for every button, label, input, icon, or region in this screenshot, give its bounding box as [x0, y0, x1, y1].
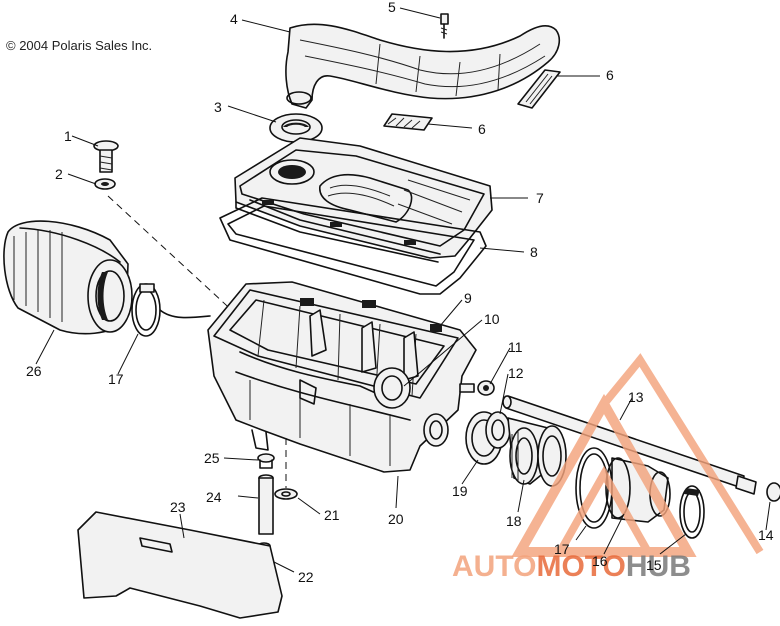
- callout-12: 12: [508, 365, 524, 381]
- callout-25: 25: [204, 450, 220, 466]
- callout-16: 16: [592, 553, 608, 569]
- part-airbox: [207, 281, 477, 473]
- callout-18: 18: [506, 513, 522, 529]
- callout-5: 5: [388, 0, 396, 15]
- callout-14: 14: [758, 527, 774, 543]
- watermark-auto: AUTO: [452, 550, 536, 583]
- callout-10: 10: [484, 311, 500, 327]
- leader-lines: [35, 7, 771, 573]
- callout-15: 15: [646, 557, 662, 573]
- part-air-filter: [3, 220, 133, 335]
- part-drain-fitting-25: [257, 453, 275, 469]
- copyright-text: © 2004 Polaris Sales Inc.: [6, 38, 152, 53]
- callout-20: 20: [388, 511, 404, 527]
- watermark-hub: HUB: [626, 550, 691, 583]
- callout-2: 2: [55, 166, 63, 182]
- part-foam-pad-upper: [517, 69, 561, 109]
- callout-labels: 1 2 3 4 5 6 6 7 8 9 10 11 12 13 14 15 16…: [26, 0, 774, 585]
- part-intake-adaptor-18: [507, 417, 567, 487]
- part-foam-pad-lower: [383, 113, 433, 131]
- part-flange-12: [485, 411, 511, 449]
- callout-6-upper: 6: [606, 67, 614, 83]
- part-heat-shield: [77, 511, 283, 619]
- part-cap-14: [766, 482, 780, 502]
- part-washer-21: [274, 488, 298, 500]
- part-plug-11: [477, 380, 495, 396]
- part-bolt-1: [93, 140, 119, 173]
- part-airbox-lid: [234, 137, 493, 263]
- callout-4: 4: [230, 11, 238, 27]
- part-screw-5: [440, 13, 449, 39]
- callout-22: 22: [298, 569, 314, 585]
- watermark-moto: MOTO: [536, 550, 625, 583]
- callout-1: 1: [64, 128, 72, 144]
- callout-24: 24: [206, 489, 222, 505]
- callout-6-lower: 6: [478, 121, 486, 137]
- callout-19: 19: [452, 483, 468, 499]
- callout-8: 8: [530, 244, 538, 260]
- callout-17-right: 17: [554, 541, 570, 557]
- callout-21: 21: [324, 507, 340, 523]
- part-drain-tube-24: [258, 474, 274, 535]
- callout-9: 9: [464, 290, 472, 306]
- part-clamp-left: [131, 283, 211, 337]
- callout-11: 11: [508, 339, 523, 355]
- part-lid-seal: [219, 197, 487, 295]
- callout-23: 23: [170, 499, 186, 515]
- part-intake-snorkel: [285, 23, 561, 109]
- callout-13: 13: [628, 389, 644, 405]
- part-washer-2: [94, 178, 116, 190]
- watermark-logo: [511, 353, 764, 557]
- callout-26: 26: [26, 363, 42, 379]
- part-grommet-3: [269, 113, 323, 143]
- callout-7: 7: [536, 190, 544, 206]
- callout-17-left: 17: [108, 371, 124, 387]
- callout-3: 3: [214, 99, 222, 115]
- watermark-text: AUTOMOTOHUB: [452, 550, 691, 583]
- part-clamp-15: [679, 485, 705, 539]
